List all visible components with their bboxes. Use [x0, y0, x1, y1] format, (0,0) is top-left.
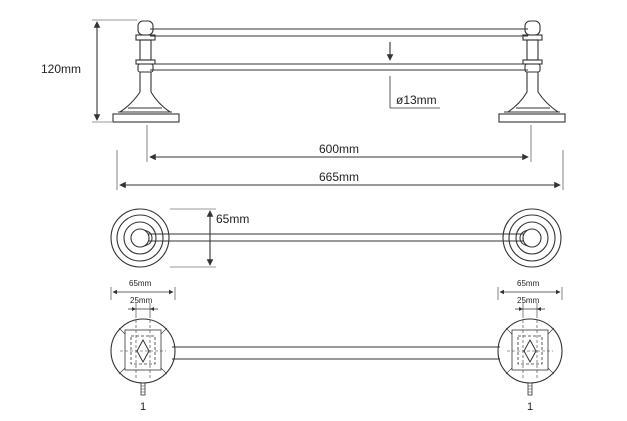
left-flange-dimensions — [110, 287, 176, 318]
lower-rail — [150, 63, 528, 71]
back-view — [110, 287, 563, 396]
upper-rail — [150, 28, 528, 37]
right-rose-top — [502, 208, 562, 268]
left-flange-back — [110, 318, 176, 384]
diameter-label: ø13mm — [396, 93, 437, 107]
left-rose-top — [110, 208, 170, 268]
right-flange-back — [497, 318, 563, 384]
right-flange-dimensions — [497, 287, 563, 318]
left-screw — [140, 382, 146, 396]
height-dimension — [92, 19, 137, 123]
length-dimensions — [116, 125, 564, 190]
right-post — [498, 20, 566, 123]
right-hole-spacing-label: 25mm — [517, 296, 540, 305]
left-hole-spacing-label: 25mm — [130, 296, 153, 305]
depth-label: 65mm — [216, 212, 249, 226]
left-screw-count-label: 1 — [140, 401, 146, 413]
right-screw — [527, 382, 533, 396]
rail-top — [143, 229, 529, 247]
labels: 120mm ø13mm 600mm 665mm 65mm 65mm 25mm 6… — [41, 62, 540, 413]
diameter-leader — [386, 42, 440, 109]
left-flange-width-label: 65mm — [129, 279, 152, 288]
rail-back — [172, 346, 500, 360]
center-span-label: 600mm — [319, 142, 359, 156]
right-flange-width-label: 65mm — [517, 279, 540, 288]
height-label: 120mm — [41, 62, 81, 76]
front-view — [92, 19, 566, 190]
top-view — [110, 208, 562, 268]
overall-length-label: 665mm — [319, 170, 359, 184]
left-post — [112, 20, 180, 123]
right-screw-count-label: 1 — [527, 401, 533, 413]
depth-dimension — [170, 208, 216, 268]
